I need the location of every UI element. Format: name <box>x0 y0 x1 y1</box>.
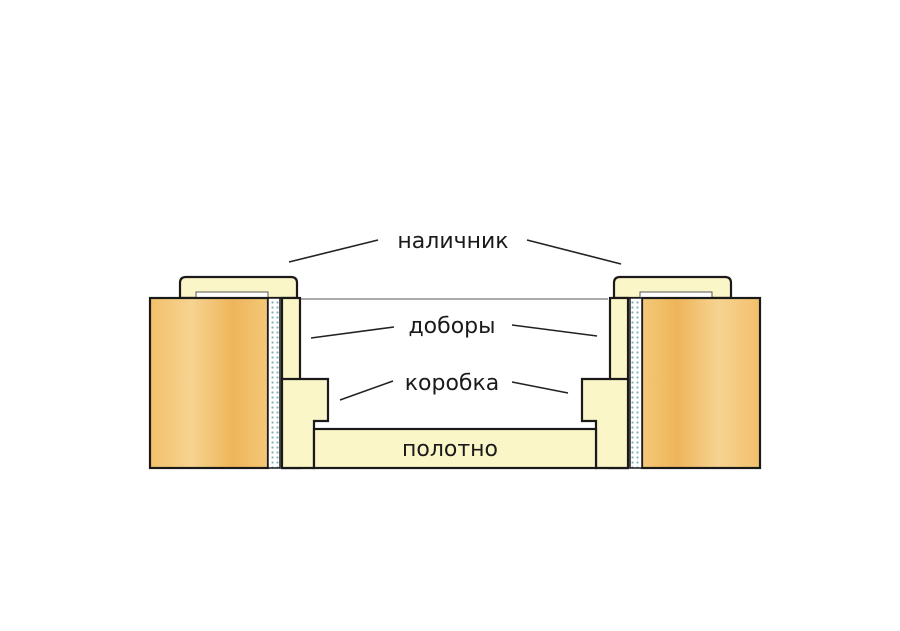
casing-leader-right <box>526 239 622 265</box>
frame-label: коробка <box>405 371 500 396</box>
extensions-label: доборы <box>408 314 495 339</box>
right-insulation <box>629 297 643 469</box>
right-wall <box>640 296 762 470</box>
right-assembly <box>580 275 762 470</box>
frame-leader-right <box>511 381 569 394</box>
leaf-label: полотно <box>402 437 498 462</box>
left-assembly <box>148 275 330 470</box>
left-frame <box>280 377 330 470</box>
extensions-leader-left <box>310 326 395 339</box>
casing-label: наличник <box>397 229 508 254</box>
left-insulation <box>267 297 281 469</box>
left-wall <box>148 296 270 470</box>
extensions-leader-right <box>511 324 598 337</box>
casing-leader-left <box>288 239 379 263</box>
right-frame <box>580 377 630 470</box>
door-leaf <box>312 427 598 470</box>
frame-leader-left <box>339 380 394 401</box>
